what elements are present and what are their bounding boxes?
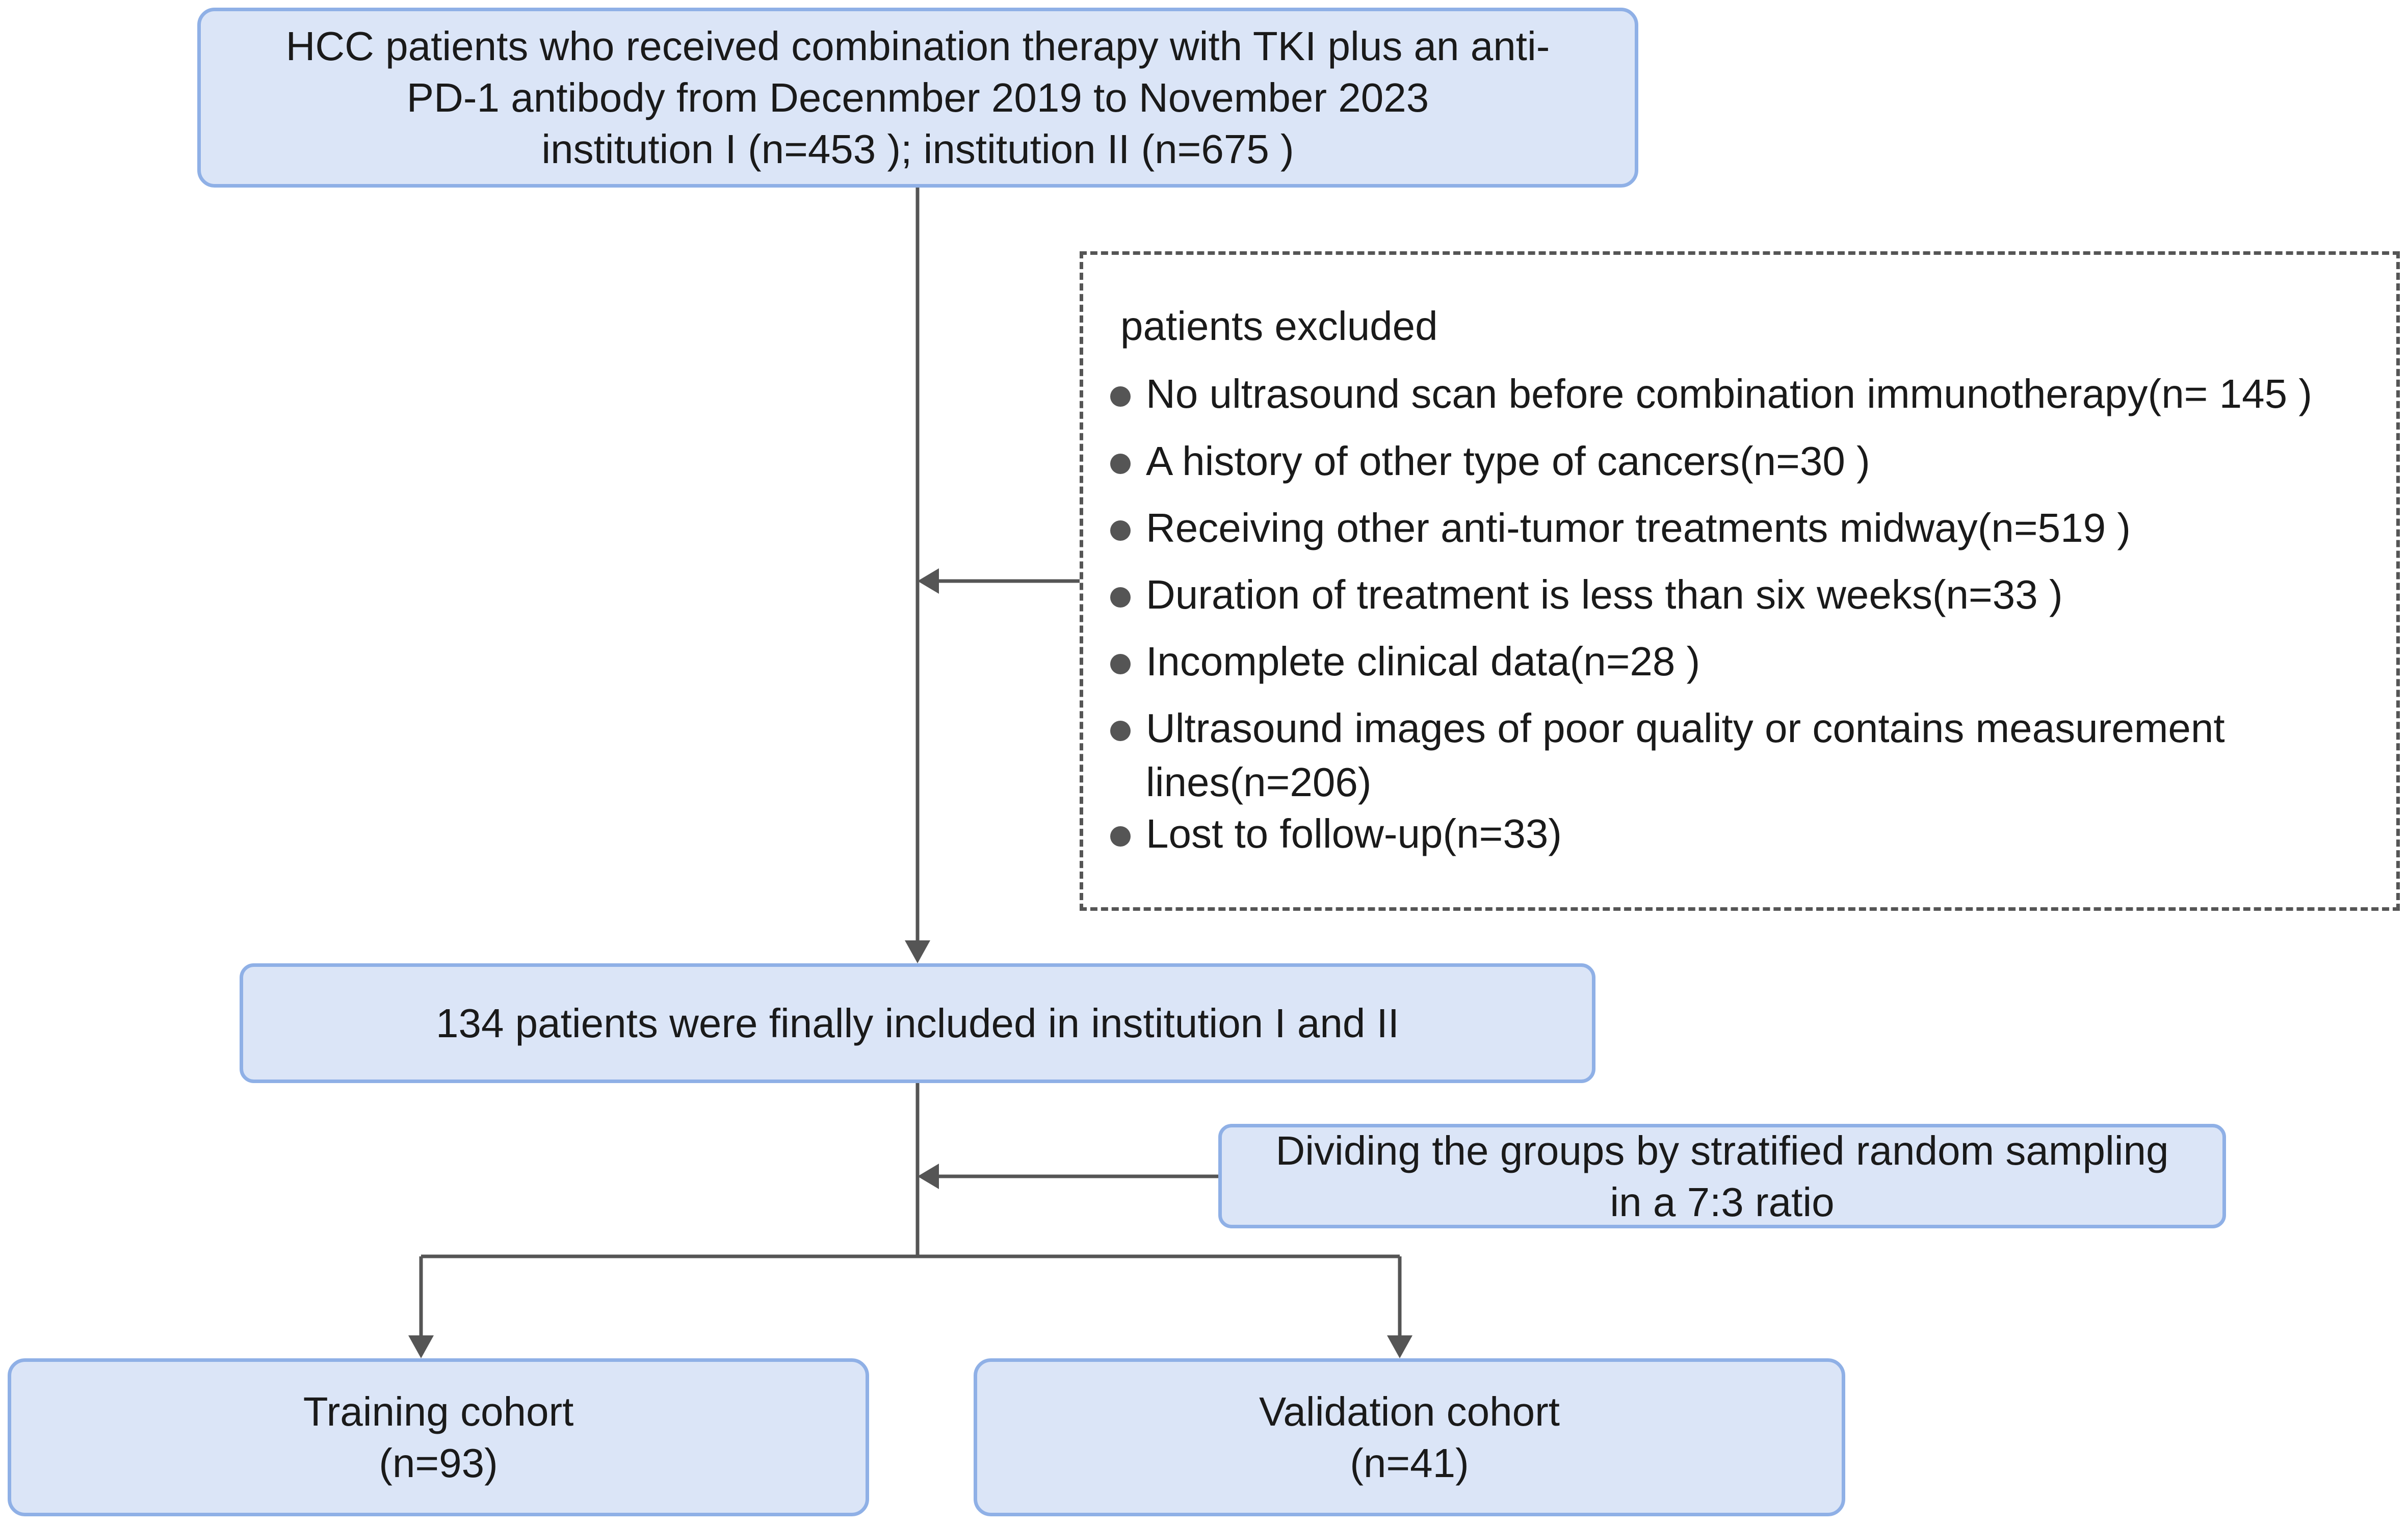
exclusion-item-text: Lost to follow-up(n=33): [1146, 811, 1562, 856]
validation-title: Validation cohort: [1259, 1389, 1560, 1434]
exclusion-item-text: Duration of treatment is less than six w…: [1146, 572, 2063, 617]
bullet-icon: [1110, 721, 1131, 741]
exclusion-item-text: lines(n=206): [1146, 759, 1372, 805]
exclusion-box: [1080, 251, 2400, 911]
bullet-icon: [1110, 454, 1131, 474]
training-cohort-box: Training cohort (n=93): [8, 1358, 869, 1516]
main-flow-arrowhead: [905, 940, 930, 963]
exclusion-item-text: No ultrasound scan before combination im…: [1146, 371, 2312, 416]
split-line-2: in a 7:3 ratio: [1610, 1179, 1835, 1225]
training-title: Training cohort: [303, 1389, 574, 1434]
included-text: 134 patients were finally included in in…: [435, 1001, 1400, 1046]
exclusion-title: patients excluded: [1120, 303, 1438, 349]
exclusion-item-text: A history of other type of cancers(n=30 …: [1146, 438, 1870, 484]
eligibility-line-3: institution I (n=453 ); institution II (…: [541, 126, 1294, 172]
bullet-icon: [1110, 587, 1131, 608]
included-box: 134 patients were finally included in in…: [240, 963, 1595, 1083]
split-box: Dividing the groups by stratified random…: [1218, 1124, 2226, 1228]
bullet-icon: [1110, 386, 1131, 407]
eligibility-box: HCC patients who received combination th…: [197, 8, 1638, 188]
exclusion-arrowhead: [918, 568, 939, 594]
bullet-icon: [1110, 826, 1131, 847]
training-count: (n=93): [379, 1440, 498, 1486]
split-arrowhead: [918, 1164, 939, 1189]
validation-cohort-box: Validation cohort (n=41): [974, 1358, 1845, 1516]
validation-count: (n=41): [1350, 1440, 1469, 1486]
split-line-1: Dividing the groups by stratified random…: [1275, 1127, 2169, 1173]
eligibility-line-1: HCC patients who received combination th…: [285, 23, 1550, 69]
exclusion-item-text: Incomplete clinical data(n=28 ): [1146, 639, 1700, 684]
bullet-icon: [1110, 520, 1131, 541]
exclusion-item-text: Receiving other anti-tumor treatments mi…: [1146, 505, 2131, 550]
exclusion-item-text: Ultrasound images of poor quality or con…: [1146, 705, 2225, 751]
training-arrowhead: [408, 1335, 434, 1358]
bullet-icon: [1110, 654, 1131, 674]
validation-arrowhead: [1387, 1335, 1412, 1358]
eligibility-line-2: PD-1 antibody from Decenmber 2019 to Nov…: [406, 75, 1429, 120]
